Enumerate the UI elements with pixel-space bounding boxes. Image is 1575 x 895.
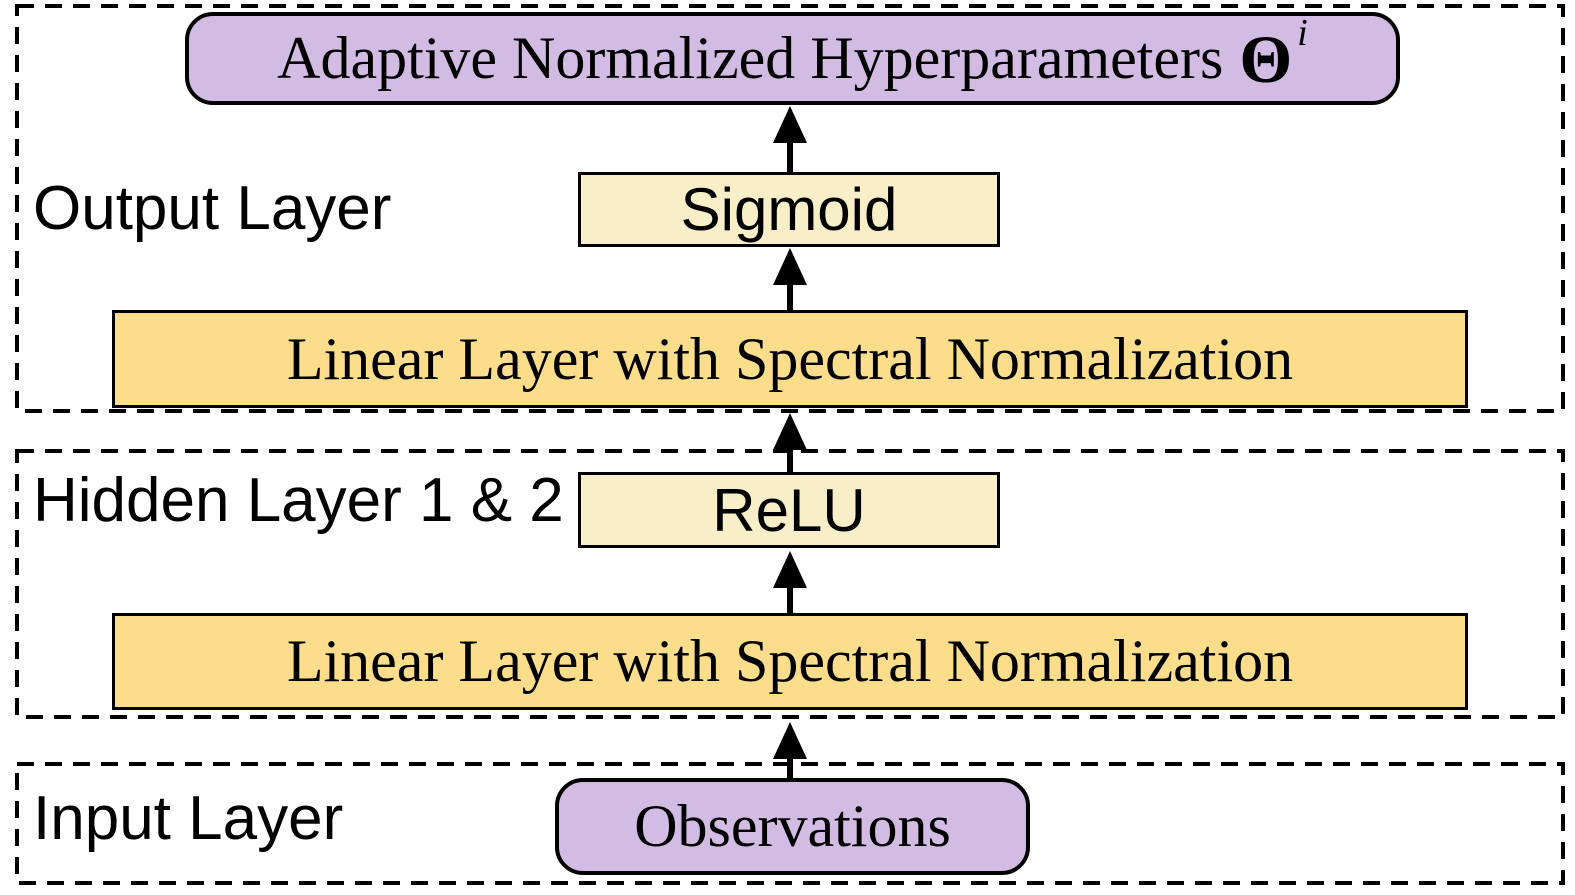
up-arrow-icon [773, 551, 807, 613]
output-layer-label-text: Output Layer [33, 173, 392, 243]
dashed-border [15, 4, 1565, 413]
linear-output-label: Linear Layer with Spectral Normalization [286, 325, 1294, 392]
node-linear-spectral-norm-output: Linear Layer with Spectral Normalization [112, 310, 1468, 408]
node-linear-spectral-norm-hidden: Linear Layer with Spectral Normalization [112, 613, 1468, 710]
input-layer-label-text: Input Layer [33, 783, 344, 853]
relu-label: ReLU [712, 476, 866, 544]
sigmoid-label: Sigmoid [680, 176, 898, 243]
observations-label: Observations [634, 793, 951, 859]
section-label-input-layer: Input Layer [33, 780, 343, 856]
theta-symbol: Θ [1239, 20, 1293, 97]
section-label-hidden-layer: Hidden Layer 1 & 2 [33, 462, 564, 538]
hidden-layer-label-text: Hidden Layer 1 & 2 [33, 465, 564, 535]
section-output-layer [15, 4, 1565, 413]
up-arrow-icon [773, 248, 807, 310]
node-sigmoid: Sigmoid [578, 172, 1000, 247]
hyperparameters-text: Adaptive Normalized Hyperparameters [277, 25, 1224, 91]
linear-hidden-label: Linear Layer with Spectral Normalization [286, 628, 1294, 694]
node-relu: ReLU [578, 472, 1000, 548]
node-observations: Observations [555, 778, 1030, 875]
up-arrow-icon [773, 413, 807, 472]
up-arrow-icon [773, 722, 807, 778]
section-label-output-layer: Output Layer [33, 170, 391, 246]
node-adaptive-normalized-hyperparameters: Adaptive Normalized Hyperparameters Θ i [185, 12, 1400, 105]
theta-superscript-i: i [1297, 11, 1308, 54]
up-arrow-icon [773, 106, 807, 172]
